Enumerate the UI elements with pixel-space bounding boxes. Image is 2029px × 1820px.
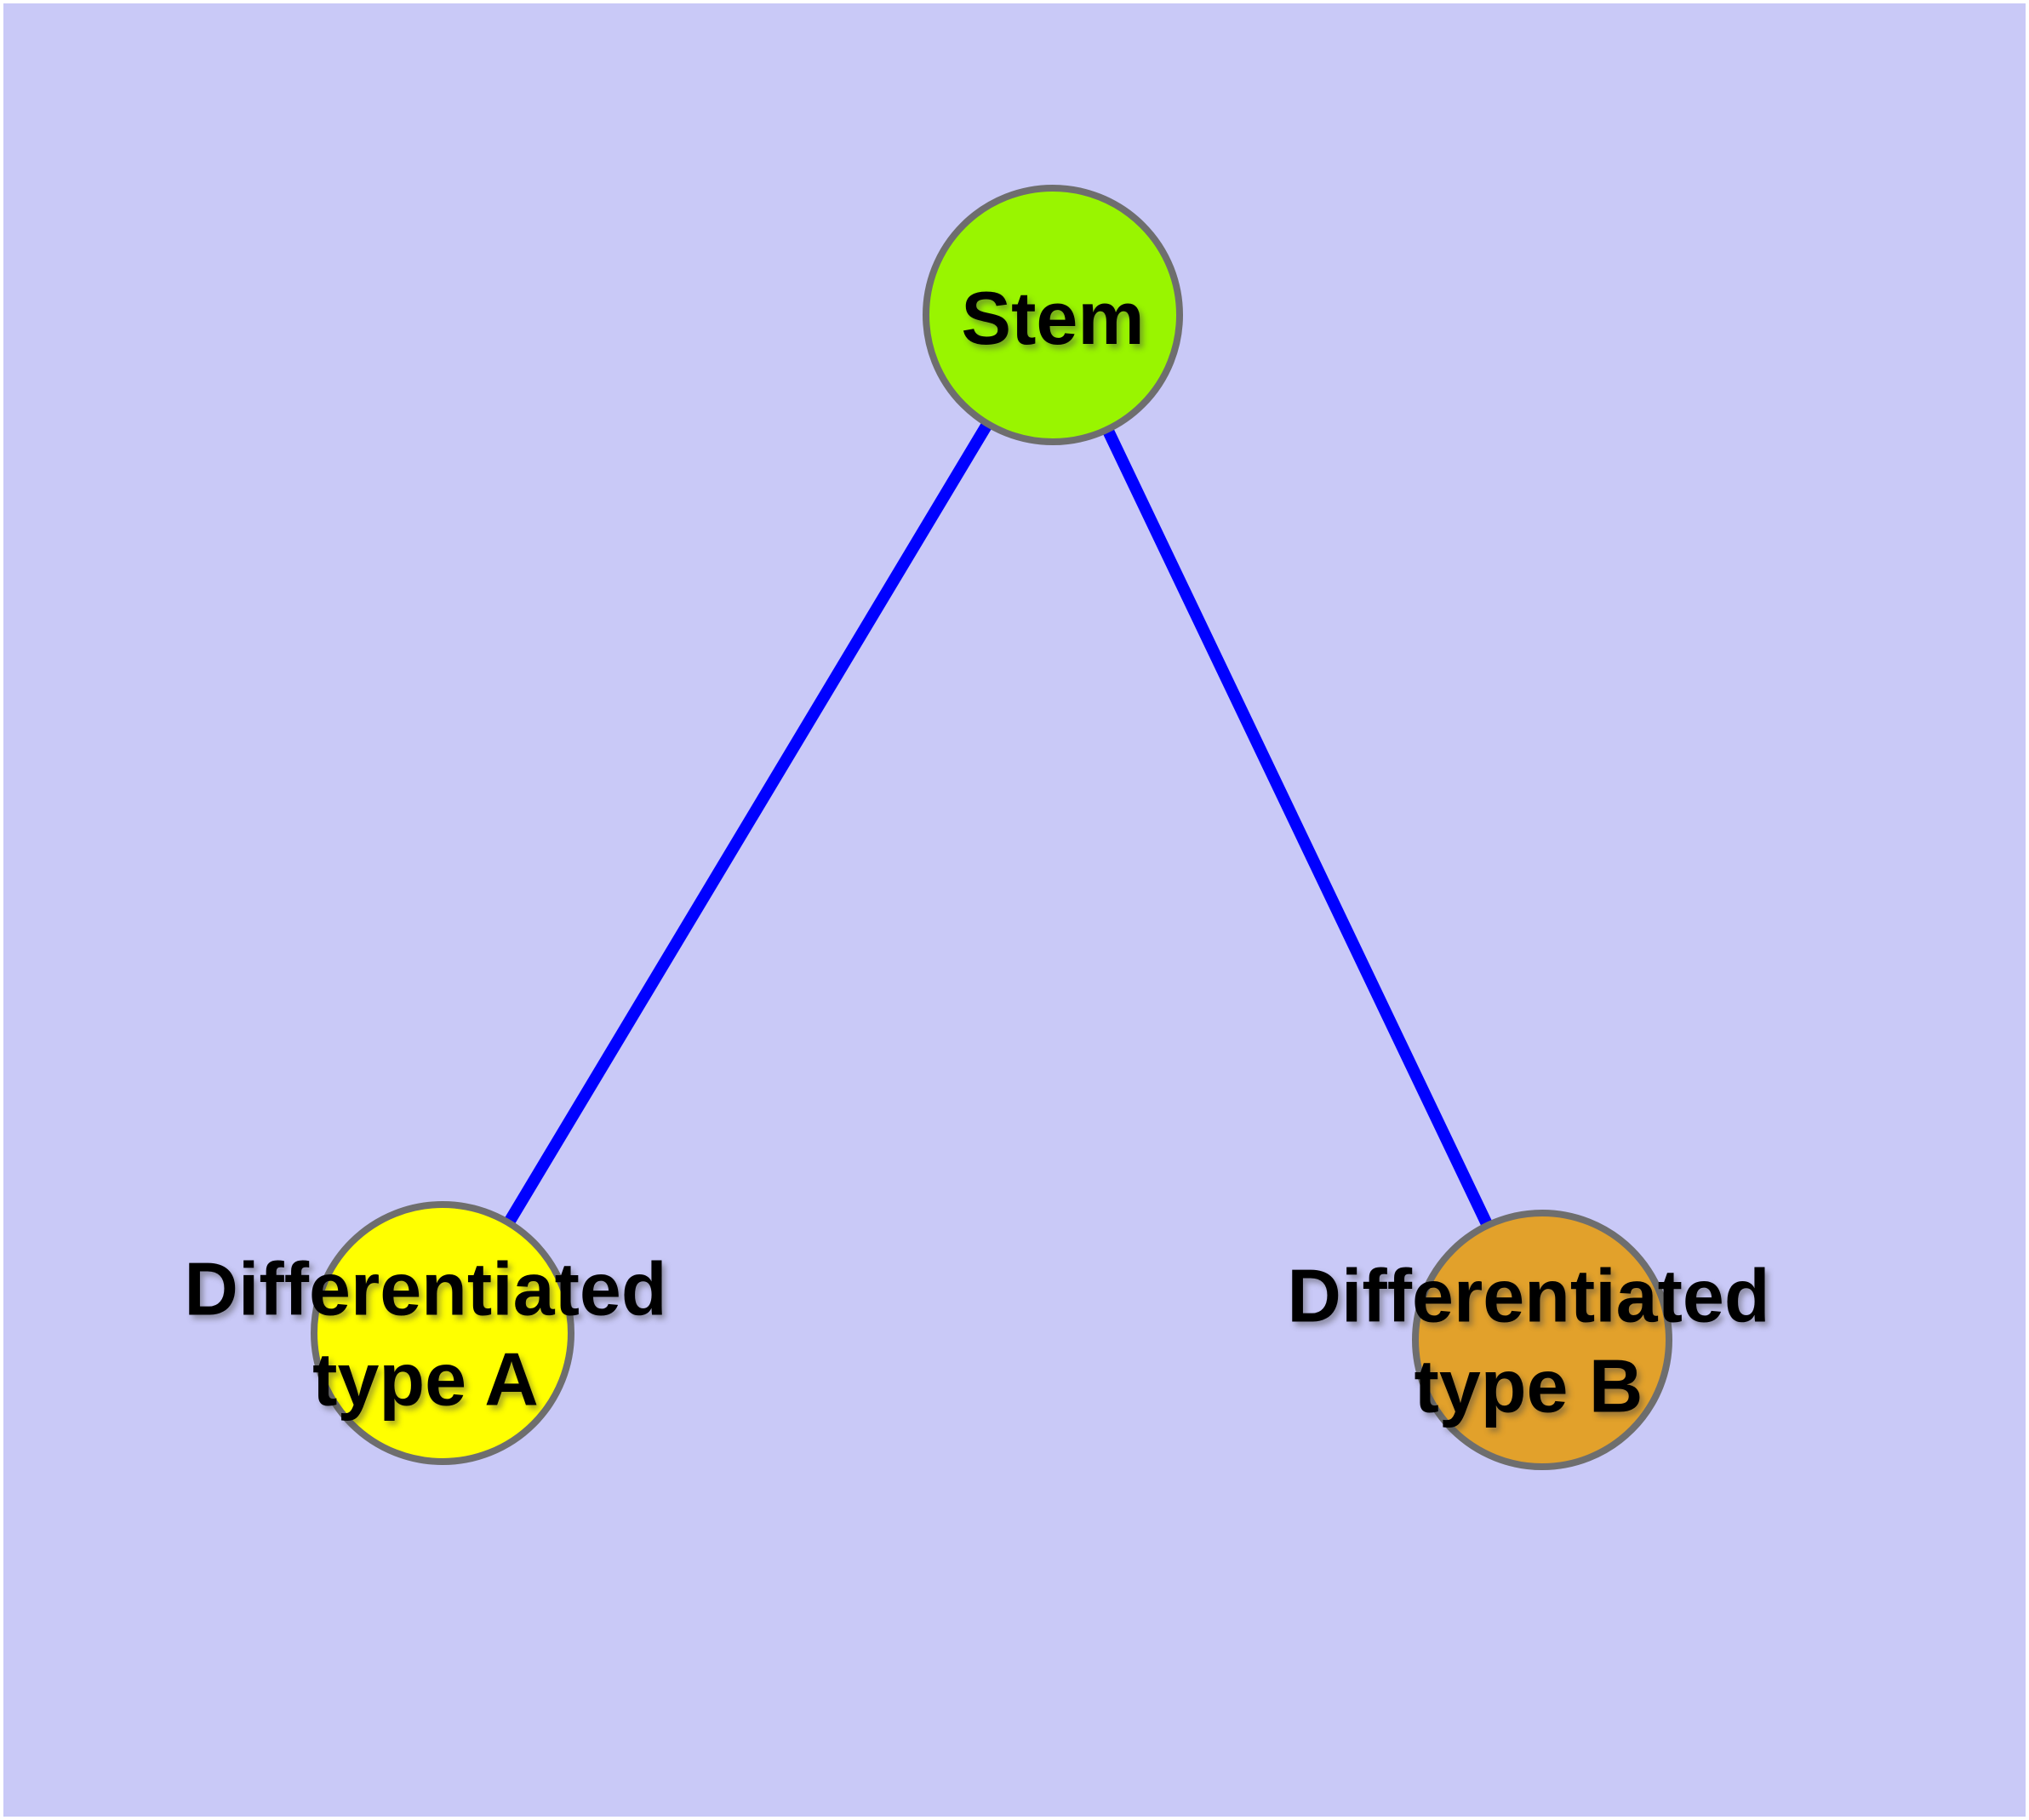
type-b-node xyxy=(1412,1210,1672,1470)
edge-stem-to-type-a xyxy=(437,312,1059,1336)
edge-stem-to-type-b xyxy=(1047,312,1548,1343)
type-a-node xyxy=(311,1201,574,1465)
type-a-node-circle xyxy=(311,1201,574,1465)
stem-node xyxy=(923,185,1183,445)
stem-node-circle xyxy=(923,185,1183,445)
type-b-node-circle xyxy=(1412,1210,1672,1470)
